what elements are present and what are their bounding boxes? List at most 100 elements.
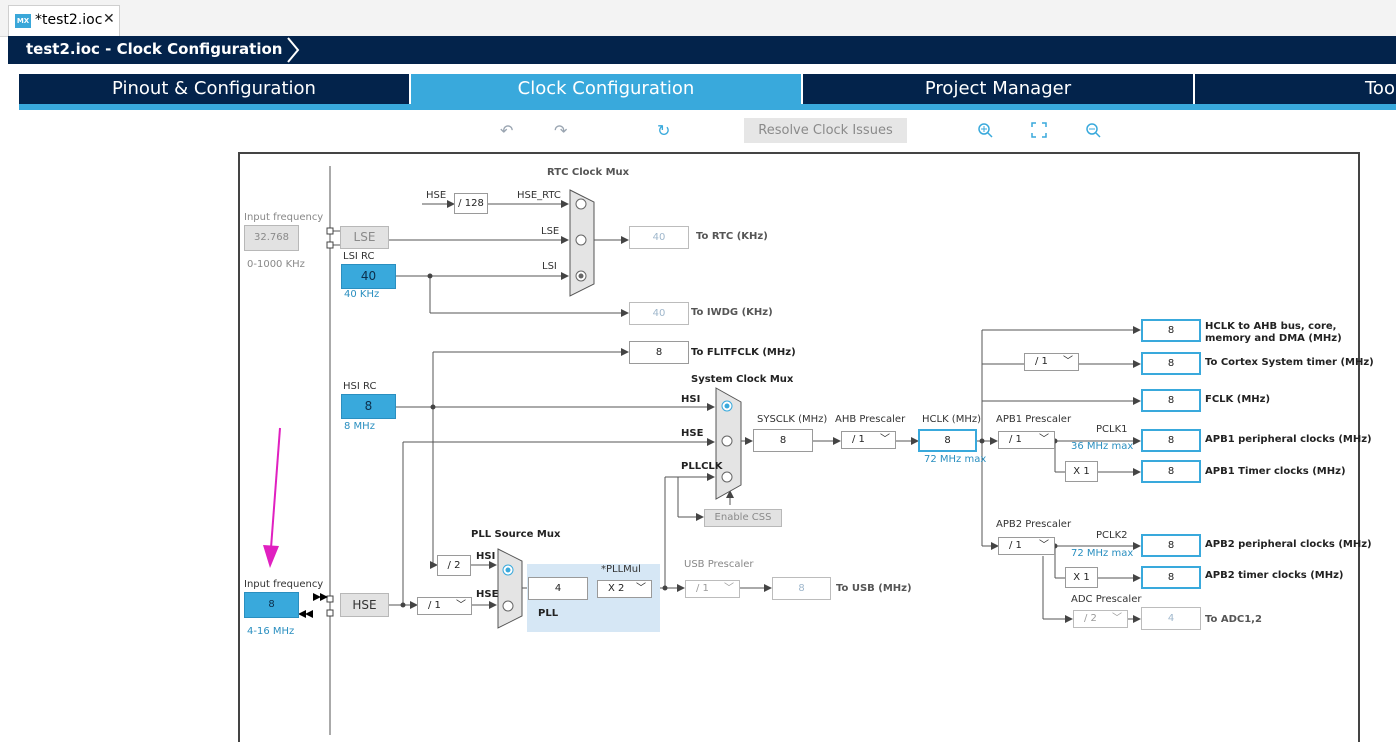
lsi-label: LSI RC [343, 251, 375, 262]
redo-icon[interactable]: ↷ [554, 121, 568, 140]
breadcrumb-label[interactable]: test2.ioc - Clock Configuration [26, 40, 283, 58]
lse-block[interactable]: LSE [340, 226, 389, 249]
rtc-output-label: To RTC (KHz) [696, 231, 768, 242]
breadcrumb: test2.ioc - Clock Configuration [8, 36, 1396, 64]
apb1-timer-value: 8 [1141, 460, 1201, 483]
hse-rtc-label: HSE_RTC [517, 190, 561, 201]
fit-to-screen-icon[interactable] [1031, 122, 1047, 138]
chevron-down-icon: ﹀ [1063, 356, 1073, 367]
enable-css-button[interactable]: Enable CSS [704, 509, 782, 527]
apb1-timer-label: APB1 Timer clocks (MHz) [1205, 466, 1346, 477]
undo-icon[interactable]: ↶ [500, 121, 514, 140]
tab-underline [19, 104, 1396, 110]
lse-range: 0-1000 KHz [247, 259, 305, 270]
apb1-timer-mul: X 1 [1065, 461, 1098, 482]
chevron-down-icon: ﹀ [880, 434, 890, 445]
ahb-prescaler-select[interactable]: / 1 ﹀ [841, 431, 896, 449]
sysclk-value: 8 [753, 429, 813, 452]
editor-tab-title: *test2.ioc [35, 12, 103, 28]
hclk-value[interactable]: 8 [918, 429, 977, 452]
chevron-down-icon: ﹀ [1112, 613, 1122, 624]
clock-tree-canvas [238, 152, 1360, 742]
hse-input-frequency[interactable]: 8 [244, 592, 299, 618]
hclk-ahb-value: 8 [1141, 319, 1201, 342]
pclk1-label: PCLK1 [1096, 424, 1128, 435]
apb1-periph-value: 8 [1141, 429, 1201, 452]
hclk-label: HCLK (MHz) [922, 414, 982, 425]
rtc-lse-label: LSE [541, 226, 560, 237]
rtc-hse-label: HSE [426, 190, 447, 201]
pllmul-value: X 2 [608, 583, 625, 594]
tab-tools[interactable]: Too [1195, 74, 1396, 104]
sysclk-label: SYSCLK (MHz) [757, 414, 828, 425]
apb2-prescaler-value: / 1 [1009, 540, 1022, 551]
hse-div128-box: / 128 [454, 193, 488, 214]
apb2-max: 72 MHz max [1071, 548, 1134, 559]
hse-input-label: Input frequency [244, 579, 324, 590]
apb2-periph-value: 8 [1141, 534, 1201, 557]
cortex-divider-select[interactable]: / 1﹀ [1024, 353, 1079, 371]
hse-block[interactable]: HSE [340, 593, 389, 617]
lse-input-frequency[interactable]: 32.768 [244, 225, 299, 251]
hsi-rc-value[interactable]: 8 [341, 394, 396, 419]
tab-pinout-configuration[interactable]: Pinout & Configuration [19, 74, 409, 104]
lsi-rc-value[interactable]: 40 [341, 264, 396, 289]
rtc-output-value: 40 [629, 226, 689, 249]
rtc-mux-title: RTC Clock Mux [547, 167, 630, 178]
refresh-icon[interactable]: ↻ [657, 121, 671, 140]
system-mux-title: System Clock Mux [691, 374, 794, 385]
flitf-output-label: To FLITFCLK (MHz) [691, 347, 796, 358]
flitf-output-value: 8 [629, 341, 689, 364]
zoom-out-icon[interactable] [1085, 122, 1101, 138]
pll-source-mux-title: PLL Source Mux [471, 529, 561, 540]
tab-project-manager[interactable]: Project Manager [803, 74, 1193, 104]
adc-prescaler-select[interactable]: / 2 ﹀ [1073, 610, 1128, 628]
apb1-prescaler-select[interactable]: / 1 ﹀ [998, 431, 1055, 449]
lse-input-label: Input frequency [244, 212, 324, 223]
hsi-unit: 8 MHz [344, 421, 375, 432]
annotation-arrow [263, 427, 281, 568]
apb2-periph-label: APB2 peripheral clocks (MHz) [1205, 539, 1372, 550]
zoom-in-icon[interactable] [977, 122, 993, 138]
hclk-ahb-label-2: memory and DMA (MHz) [1205, 333, 1342, 344]
ahb-prescaler-value: / 1 [852, 434, 865, 445]
apb2-prescaler-select[interactable]: / 1 ﹀ [998, 537, 1055, 555]
apb2-timer-value: 8 [1141, 566, 1201, 589]
usb-prescaler-select[interactable]: / 1 ﹀ [685, 580, 740, 598]
adc-prescaler-label: ADC Prescaler [1071, 594, 1142, 605]
usb-output-label: To USB (MHz) [836, 583, 912, 594]
hse-prediv-value: / 1 [428, 600, 441, 611]
hse-prediv-select[interactable]: / 1 ﹀ [417, 597, 472, 615]
breadcrumb-chevron-icon [287, 37, 300, 63]
usb-output-value: 8 [772, 577, 831, 600]
pllmul-select[interactable]: X 2 ﹀ [597, 580, 652, 598]
adc-output-label: To ADC1,2 [1205, 614, 1262, 625]
apb1-prescaler-value: / 1 [1009, 434, 1022, 445]
editor-tab[interactable]: MX *test2.ioc ✕ [8, 5, 120, 36]
apb2-timer-label: APB2 timer clocks (MHz) [1205, 570, 1344, 581]
lsi-unit: 40 KHz [344, 289, 380, 300]
sysmux-hse-label: HSE [681, 428, 704, 439]
pllmul-label: *PLLMul [601, 564, 641, 575]
resolve-clock-issues-button[interactable]: Resolve Clock Issues [744, 118, 907, 143]
main-tabs: Pinout & Configuration Clock Configurati… [19, 74, 1396, 104]
iwdg-output-label: To IWDG (KHz) [691, 307, 773, 318]
cortex-timer-label: To Cortex System timer (MHz) [1205, 357, 1374, 368]
close-icon[interactable]: ✕ [103, 11, 115, 27]
pclk2-label: PCLK2 [1096, 530, 1128, 541]
sysmux-pllclk-label: PLLCLK [681, 461, 723, 472]
chevron-down-icon: ﹀ [724, 583, 734, 594]
usb-prescaler-value: / 1 [696, 583, 709, 594]
chevron-down-icon: ﹀ [456, 600, 466, 611]
apb1-periph-label: APB1 peripheral clocks (MHz) [1205, 434, 1372, 445]
hse-range: 4-16 MHz [247, 626, 295, 637]
chevron-down-icon: ﹀ [1039, 540, 1049, 551]
tab-clock-configuration[interactable]: Clock Configuration [411, 74, 801, 104]
apb2-timer-mul: X 1 [1065, 567, 1098, 588]
hsi-div2-box: / 2 [437, 555, 471, 576]
chevron-down-icon: ﹀ [636, 583, 646, 594]
pll-hsi-label: HSI [476, 551, 496, 562]
adc-prescaler-value: / 2 [1084, 613, 1097, 624]
chevron-down-icon: ﹀ [1039, 434, 1049, 445]
